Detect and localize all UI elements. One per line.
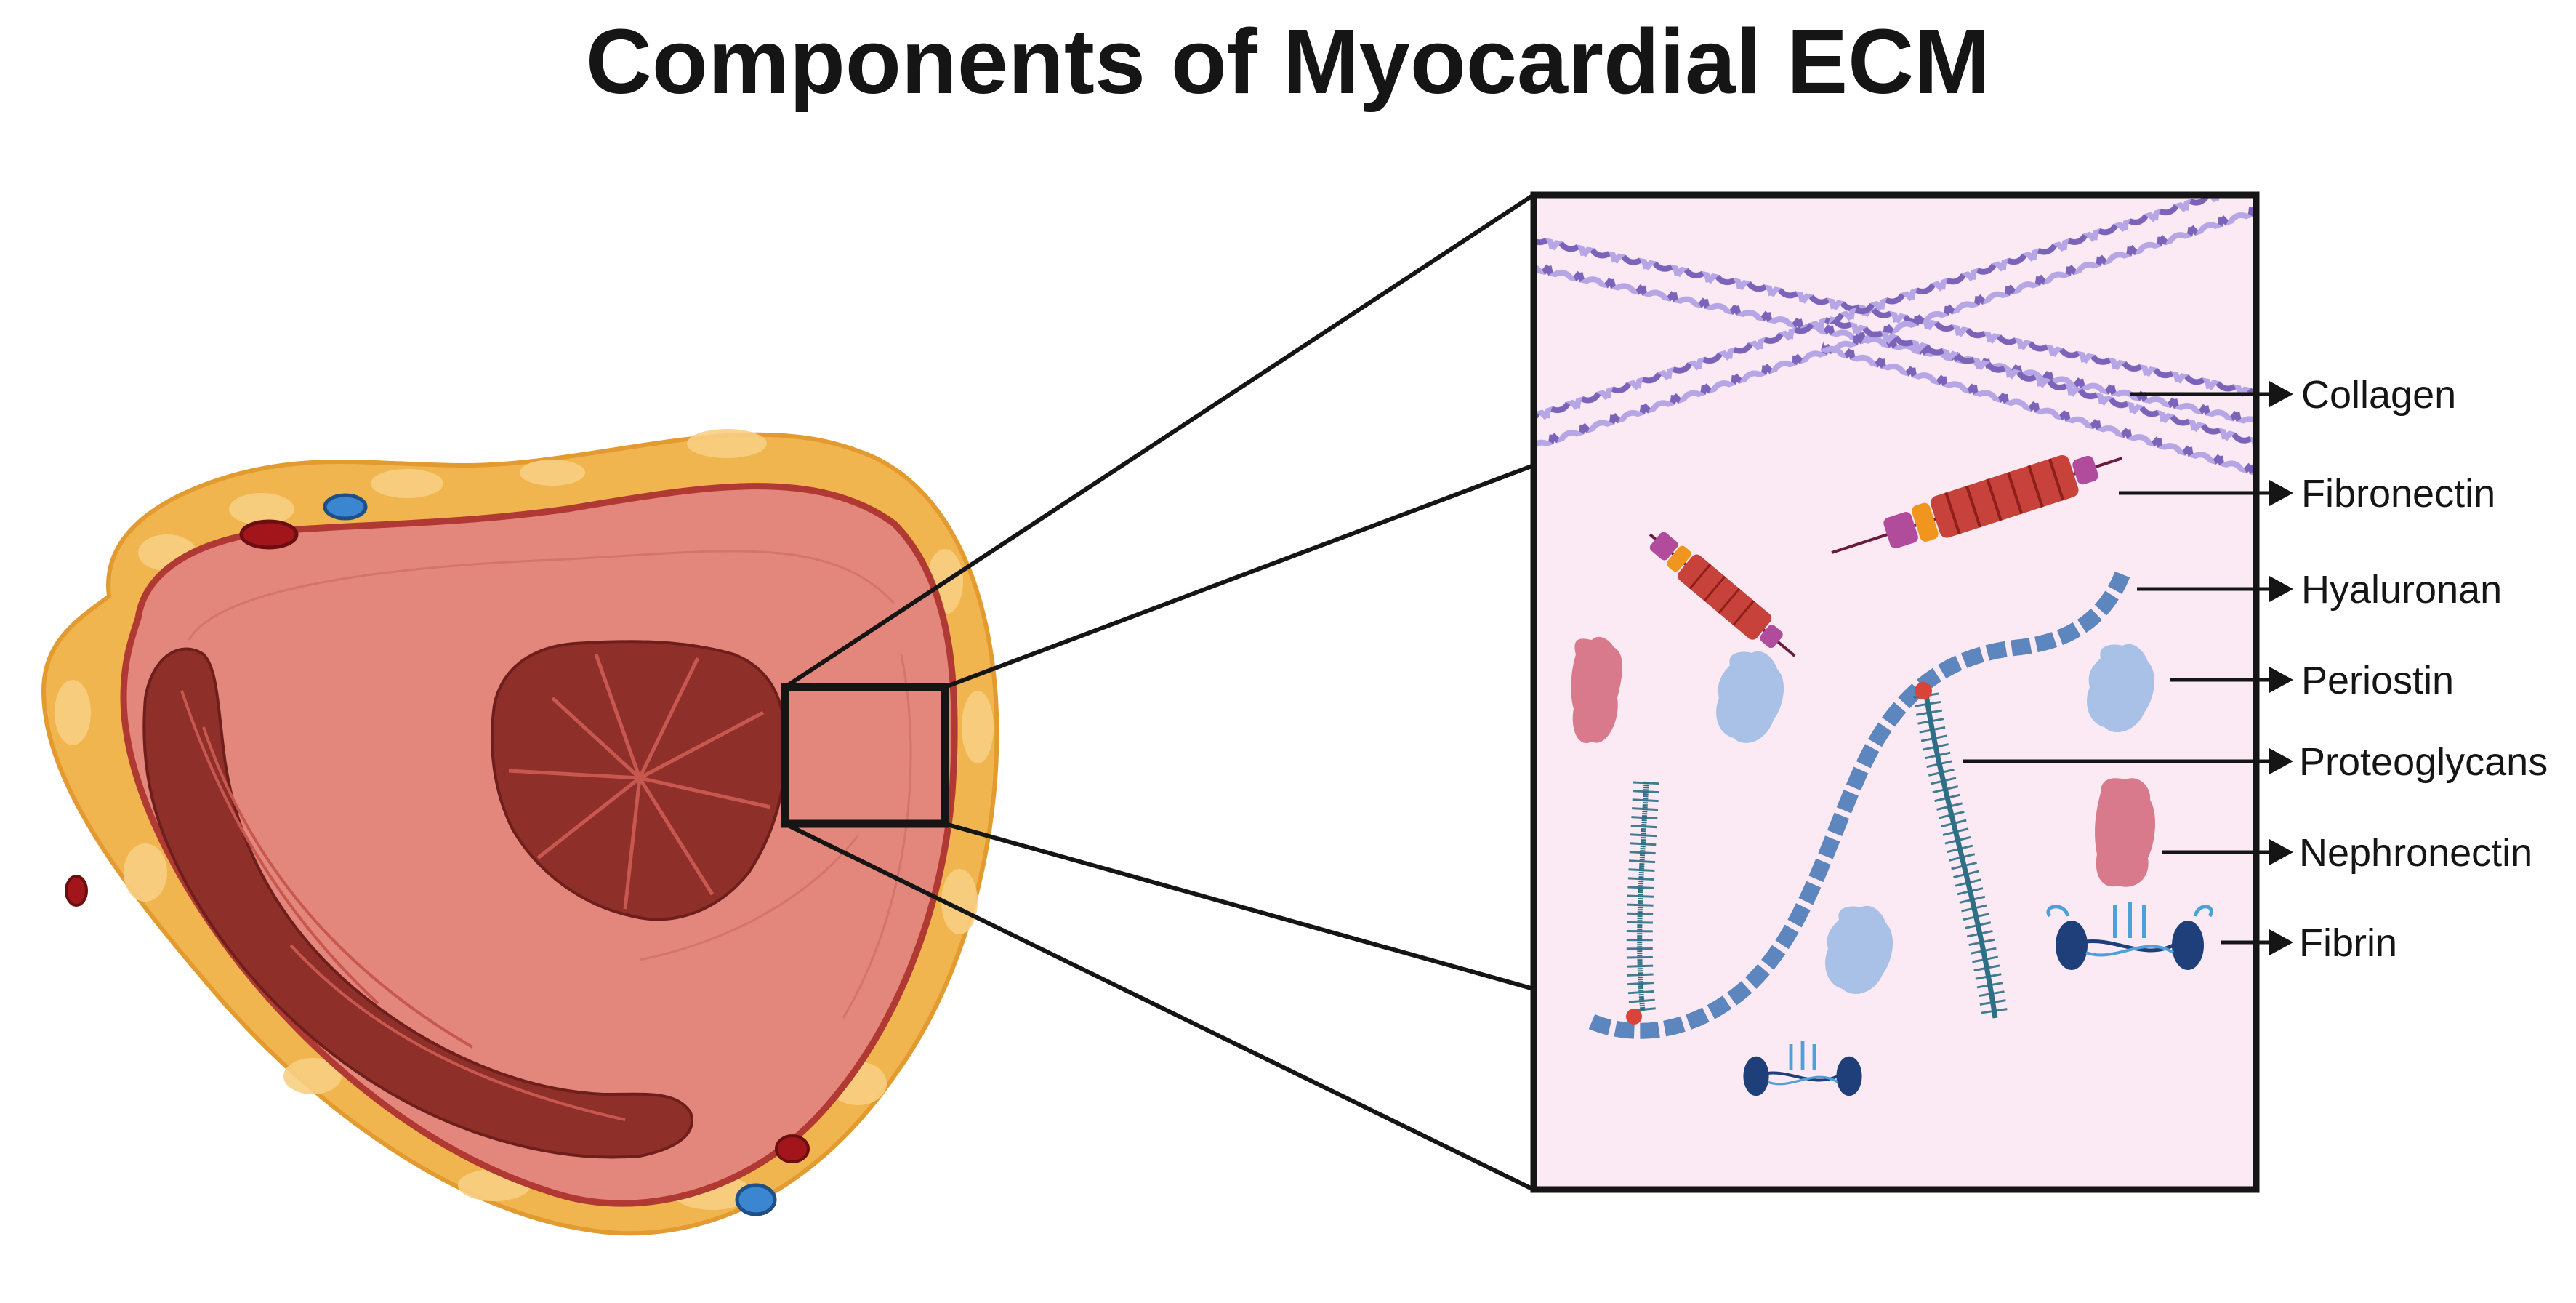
label-fibronectin: Fibronectin — [2119, 472, 2495, 516]
label-hyaluronan: Hyaluronan — [2137, 568, 2502, 612]
proteoglycan-bottlebrush-icon — [1626, 682, 2008, 1025]
component-labels: Collagen Fibronectin Hyaluronan Periosti… — [1963, 373, 2548, 965]
trabeculae-lv — [508, 654, 771, 910]
ecm-panel-border — [1530, 191, 2260, 1193]
label-text: Nephronectin — [2299, 831, 2532, 875]
zoom-connector-lines — [784, 193, 1535, 1192]
label-nephronectin: Nephronectin — [2162, 831, 2532, 875]
periostin-protein-icon — [1571, 636, 1622, 743]
label-text: Fibronectin — [2301, 472, 2495, 516]
hyaluronan-chain-icon — [1588, 571, 2130, 1039]
right-ventricle-lumen — [142, 647, 693, 1159]
nephronectin-protein-icon — [2095, 778, 2156, 887]
fibrin-molecule-icon — [1743, 902, 2213, 1096]
coronary-vessels — [65, 493, 810, 1216]
heart-cross-section — [41, 429, 999, 1236]
fibronectin-molecule-icon — [1649, 454, 2123, 657]
trabeculae-rv — [180, 690, 626, 1121]
label-text: Hyaluronan — [2301, 568, 2502, 612]
fat-lobules — [55, 429, 994, 1210]
label-text: Fibrin — [2299, 921, 2397, 965]
label-text: Proteoglycans — [2299, 740, 2548, 784]
zoom-region-box — [781, 683, 949, 828]
label-collagen: Collagen — [2130, 373, 2456, 417]
label-fibrin: Fibrin — [2221, 921, 2397, 965]
blue-protein-icons — [1716, 644, 2155, 995]
label-text: Periostin — [2301, 659, 2454, 702]
label-text: Collagen — [2301, 373, 2456, 417]
label-proteoglycans: Proteoglycans — [1963, 740, 2548, 784]
label-periostin: Periostin — [2170, 659, 2454, 702]
figure-title: Components of Myocardial ECM — [585, 10, 1991, 113]
